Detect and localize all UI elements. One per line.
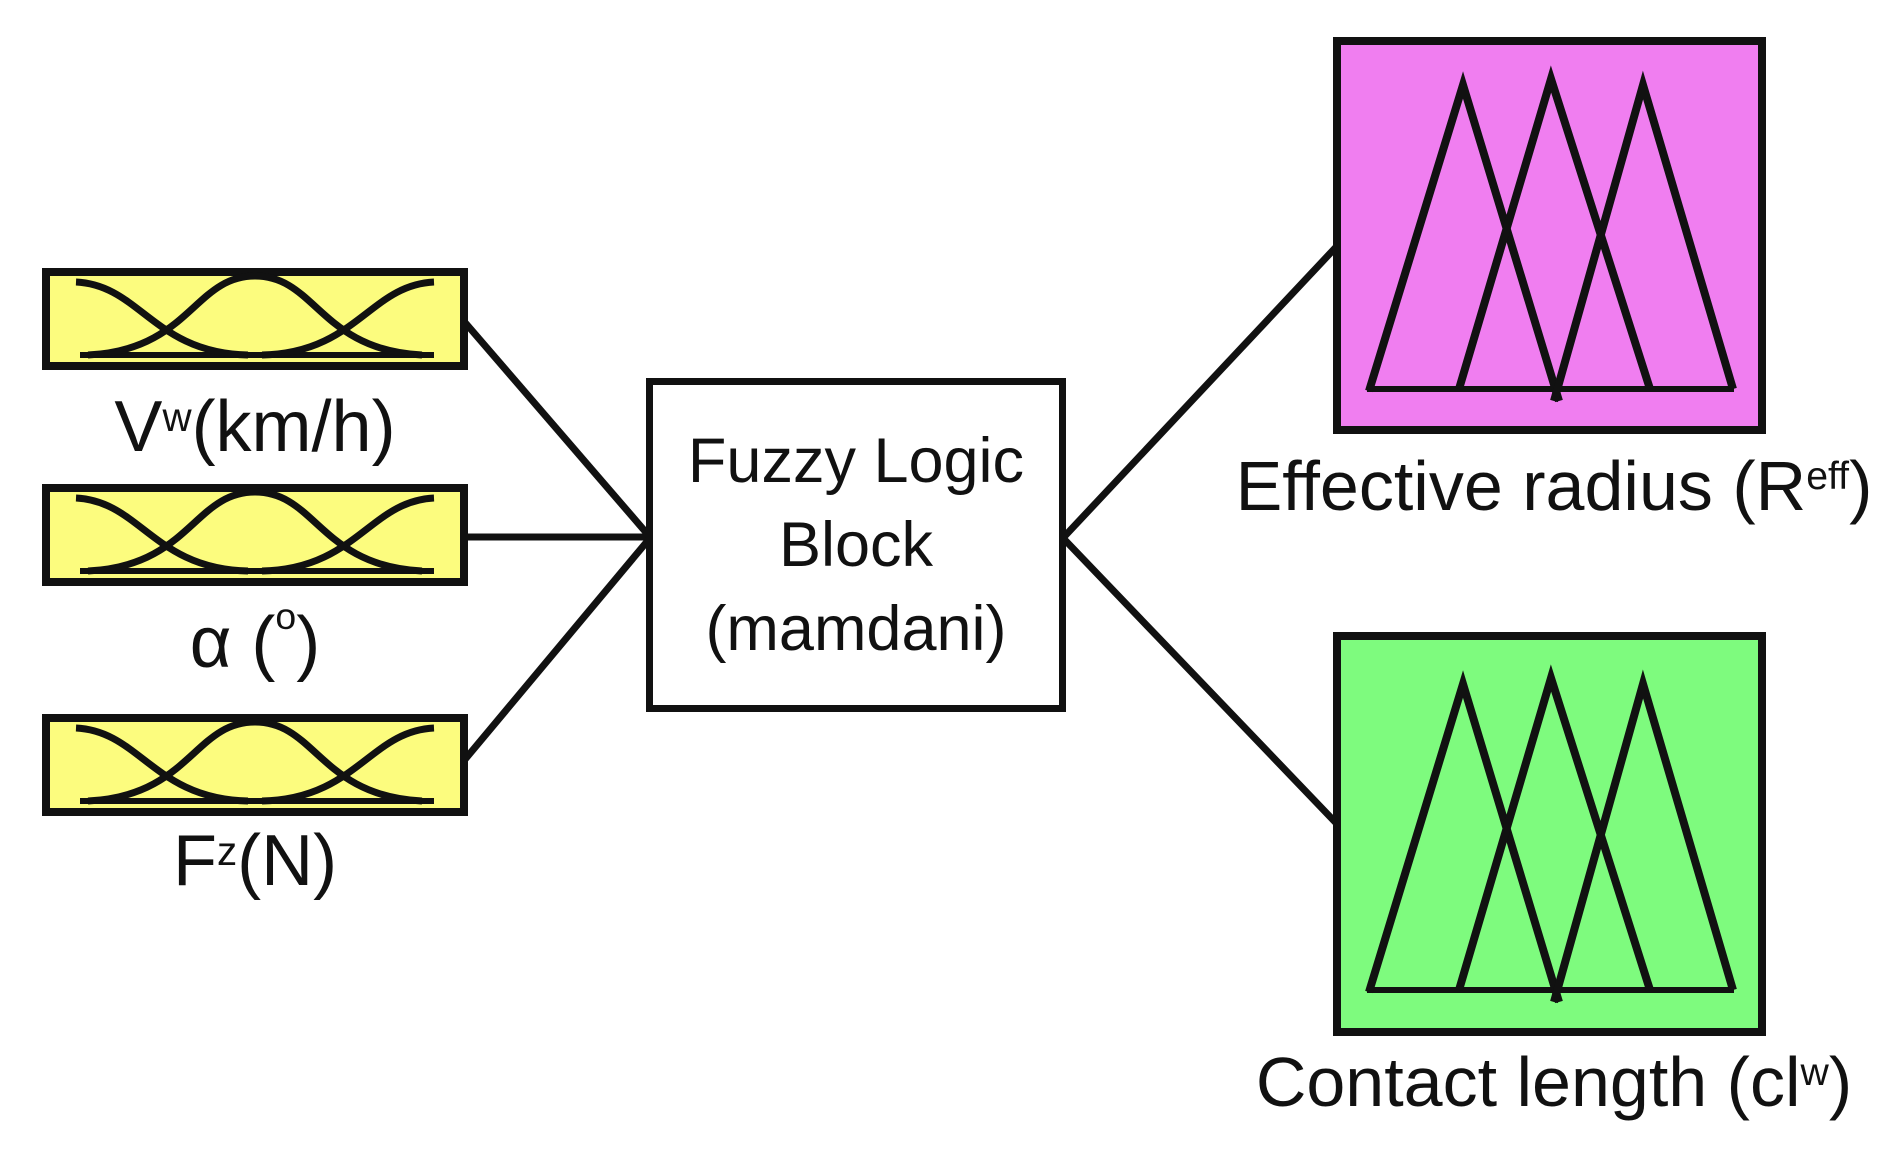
input-label-alpha: α (o) — [42, 597, 468, 684]
gaussian-left-curve — [75, 278, 249, 359]
line-block-to-contact-length — [1060, 535, 1340, 827]
output-label-effective-radius-subscript: eff — [1806, 454, 1850, 498]
output-label-contact-length-main: Contact length (cl — [1255, 1043, 1801, 1121]
triangle-mf-left — [1365, 670, 1563, 1004]
input-mf-box-alpha — [42, 484, 468, 586]
input-label-alpha-close: ) — [296, 603, 321, 683]
gaussian-left-curve — [75, 724, 249, 805]
input-label-alpha-degree: o — [275, 594, 297, 637]
triangle-mf-left — [1365, 71, 1563, 403]
gaussian-right-curve — [261, 494, 435, 575]
input-label-alpha-main: α ( — [189, 603, 276, 683]
input-label-fz-subscript: z — [216, 828, 238, 875]
line-input-fz-to-block — [459, 535, 653, 766]
line-block-to-effective-radius — [1060, 243, 1340, 541]
triangle-mf-right — [1550, 70, 1737, 403]
fuzzy-logic-block-line2: Block — [778, 510, 934, 580]
fuzzy-logic-block: Fuzzy Logic Block (mamdani) — [646, 378, 1066, 712]
output-mf-box-contact-length — [1333, 632, 1766, 1036]
line-input-vw-to-block — [459, 316, 653, 540]
triangle-mf-right — [1550, 669, 1737, 1004]
gaussian-center-curve — [87, 718, 423, 805]
fuzzy-logic-block-line1: Fuzzy Logic — [687, 426, 1025, 496]
triangle-mf-center — [1455, 65, 1654, 391]
input-label-vw-unit: (km/h) — [191, 387, 396, 467]
gaussian-center-curve — [87, 272, 423, 359]
gaussian-left-curve — [75, 494, 249, 575]
output-label-effective-radius-main: Effective radius (R — [1235, 447, 1807, 525]
input-label-fz-unit: (N) — [237, 821, 338, 901]
input-label-vw-main: V — [114, 387, 163, 467]
output-label-effective-radius-close: ) — [1849, 447, 1873, 525]
fuzzy-logic-block-line3: (mamdani) — [705, 594, 1007, 664]
input-mf-box-fz — [42, 714, 468, 816]
output-label-contact-length-subscript: w — [1800, 1050, 1829, 1094]
gaussian-right-curve — [261, 278, 435, 359]
input-label-fz-main: F — [172, 821, 217, 901]
input-mf-box-vw — [42, 268, 468, 370]
triangle-mf-center — [1455, 664, 1654, 992]
output-mf-box-effective-radius — [1333, 37, 1766, 434]
input-label-vw-subscript: w — [162, 394, 192, 441]
gaussian-right-curve — [261, 724, 435, 805]
gaussian-center-curve — [87, 488, 423, 575]
output-label-contact-length-close: ) — [1828, 1043, 1853, 1121]
